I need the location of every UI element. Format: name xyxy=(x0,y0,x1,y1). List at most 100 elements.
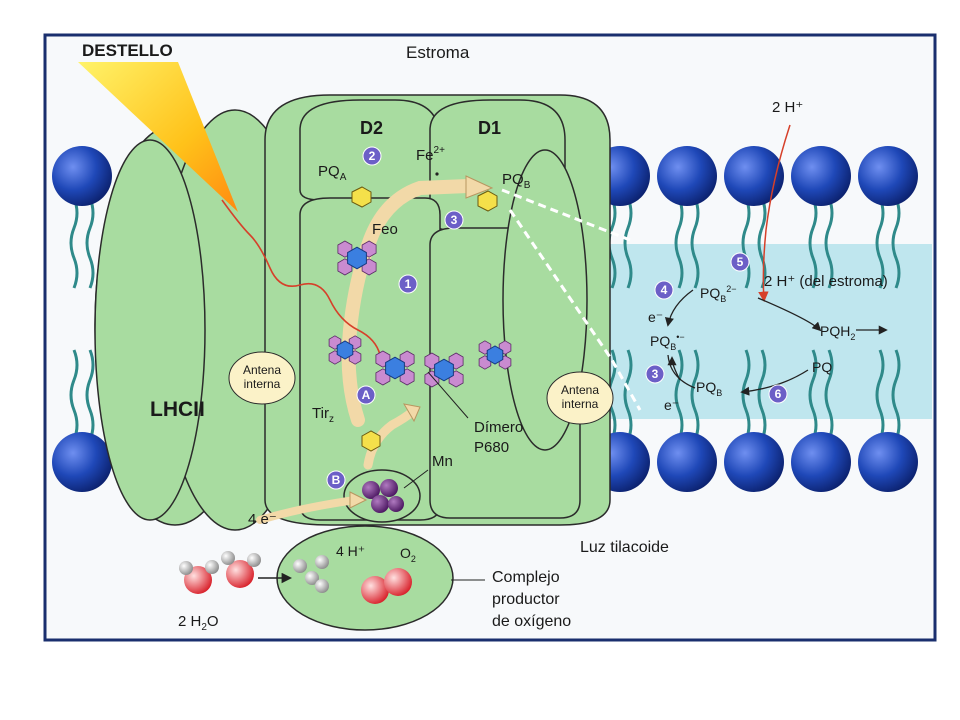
core-complex xyxy=(264,94,611,526)
step-marker-circle xyxy=(768,384,788,404)
pqb-label: PQB xyxy=(502,171,531,191)
cycle-pqb2-label: PQB2− xyxy=(700,284,737,304)
complex-label-line3: de oxígeno xyxy=(492,613,571,630)
fe-label: Fe2+ xyxy=(416,145,445,164)
step-marker-circle xyxy=(730,252,750,272)
lumen-label: Luz tilacoide xyxy=(580,539,669,556)
four-protons-label: 4 H⁺ xyxy=(336,543,365,559)
water-electron-arrowhead xyxy=(349,491,368,509)
lipid-tail xyxy=(69,197,79,289)
step-marker-text: 3 xyxy=(652,367,659,381)
lipid-tail xyxy=(757,349,767,441)
step-marker-circle xyxy=(362,146,382,166)
pqb-molecule xyxy=(477,190,498,212)
flash-beam xyxy=(78,62,238,212)
oxygen-complex-shell xyxy=(276,525,454,631)
step-marker-text: 5 xyxy=(737,255,744,269)
lipid-tail xyxy=(757,197,767,289)
pqb-dashed-link xyxy=(501,188,642,411)
mn-label: Mn xyxy=(432,453,453,470)
tyrosine-flow-arrowhead xyxy=(403,403,421,423)
cycle-pqb-label: PQB xyxy=(696,379,722,398)
lipid-head xyxy=(791,432,851,492)
step-marker-circle xyxy=(645,364,665,384)
lipid-tail xyxy=(69,349,79,441)
water-molecules xyxy=(179,551,261,594)
excitation-path xyxy=(221,199,381,356)
tyrosine-label: Tirz xyxy=(312,405,334,425)
lipid-head xyxy=(724,432,784,492)
step-marker-circle xyxy=(444,210,464,230)
step-marker-text: B xyxy=(332,473,341,487)
oxygen-molecule xyxy=(361,568,412,604)
lipid-tail xyxy=(824,197,834,289)
inner-antenna-left xyxy=(228,351,296,405)
pqa-molecule xyxy=(351,186,372,208)
cycle-pq-label: PQ xyxy=(812,359,832,375)
d2-label: D2 xyxy=(360,118,383,138)
cycle-electron-1: e⁻ xyxy=(648,309,663,325)
lipid-head xyxy=(657,432,717,492)
step-marker-text: A xyxy=(362,388,371,402)
step-marker-circle xyxy=(356,385,376,405)
four-electrons-label: 4 e⁻ xyxy=(248,511,277,528)
chlorophyll-pigment xyxy=(478,340,512,370)
water-electron-band xyxy=(256,496,359,524)
lipid-tail xyxy=(690,197,700,289)
pigments xyxy=(328,240,512,388)
step-marker-text: 4 xyxy=(661,283,668,297)
water-label: 2 H2O xyxy=(178,613,219,633)
lipid-head xyxy=(52,432,112,492)
lipid-tail xyxy=(891,349,901,441)
lipid-tail xyxy=(623,197,633,289)
lipid-tails xyxy=(69,197,901,441)
flash-label: DESTELLO xyxy=(82,41,173,60)
feo-label: Feo xyxy=(372,221,398,238)
lipid-head xyxy=(657,146,717,206)
chlorophyll-pigment xyxy=(328,335,362,365)
d1-label: D1 xyxy=(478,118,501,138)
lipid-tail xyxy=(674,349,684,441)
lipid-tail xyxy=(623,349,633,441)
lipid-tail xyxy=(674,197,684,289)
dimer-label-line2: P680 xyxy=(474,439,509,456)
mn-cluster xyxy=(362,479,404,513)
lipid-head xyxy=(791,146,851,206)
tyrosine-flow-band xyxy=(363,407,417,470)
pqa-label: PQA xyxy=(318,163,347,183)
step-marker-text: 2 xyxy=(369,149,376,163)
electron-flow-arrowhead xyxy=(465,175,494,199)
lhcii-complex xyxy=(94,109,311,531)
inner-antenna-left-line2: interna xyxy=(244,377,281,391)
lipid-tail xyxy=(824,349,834,441)
mn-leader xyxy=(403,469,429,489)
inner-antenna-right-line2: interna xyxy=(562,397,599,411)
step-marker-circle xyxy=(326,470,346,490)
proton-uptake-arrow xyxy=(758,124,791,303)
dimer-leader xyxy=(427,371,469,419)
lipid-head xyxy=(724,146,784,206)
stroma-label: Estroma xyxy=(406,43,470,62)
cycle-electron-2: e⁻ xyxy=(664,397,679,413)
lipid-tail xyxy=(875,349,885,441)
inner-antenna-left-line1: Antena xyxy=(243,363,281,377)
protons xyxy=(293,555,329,593)
lipid-tail xyxy=(690,349,700,441)
lipid-tail xyxy=(85,197,95,289)
step-marker-circle xyxy=(398,274,418,294)
step-marker-text: 3 xyxy=(451,213,458,227)
lipid-tail xyxy=(891,197,901,289)
lipid-head xyxy=(52,146,112,206)
pq-cycle-arrows xyxy=(664,289,888,396)
step-marker-circle xyxy=(654,280,674,300)
lipid-head xyxy=(858,432,918,492)
cycle-pqh2-label: PQH2 xyxy=(820,323,855,342)
inner-antenna-right xyxy=(546,371,614,425)
lhcii-label: LHCII xyxy=(150,398,205,421)
chlorophyll-pigment xyxy=(337,240,377,276)
step-marker-text: 1 xyxy=(405,277,412,291)
tyrosine-molecule xyxy=(361,430,381,452)
chlorophyll-pigment xyxy=(424,352,464,388)
